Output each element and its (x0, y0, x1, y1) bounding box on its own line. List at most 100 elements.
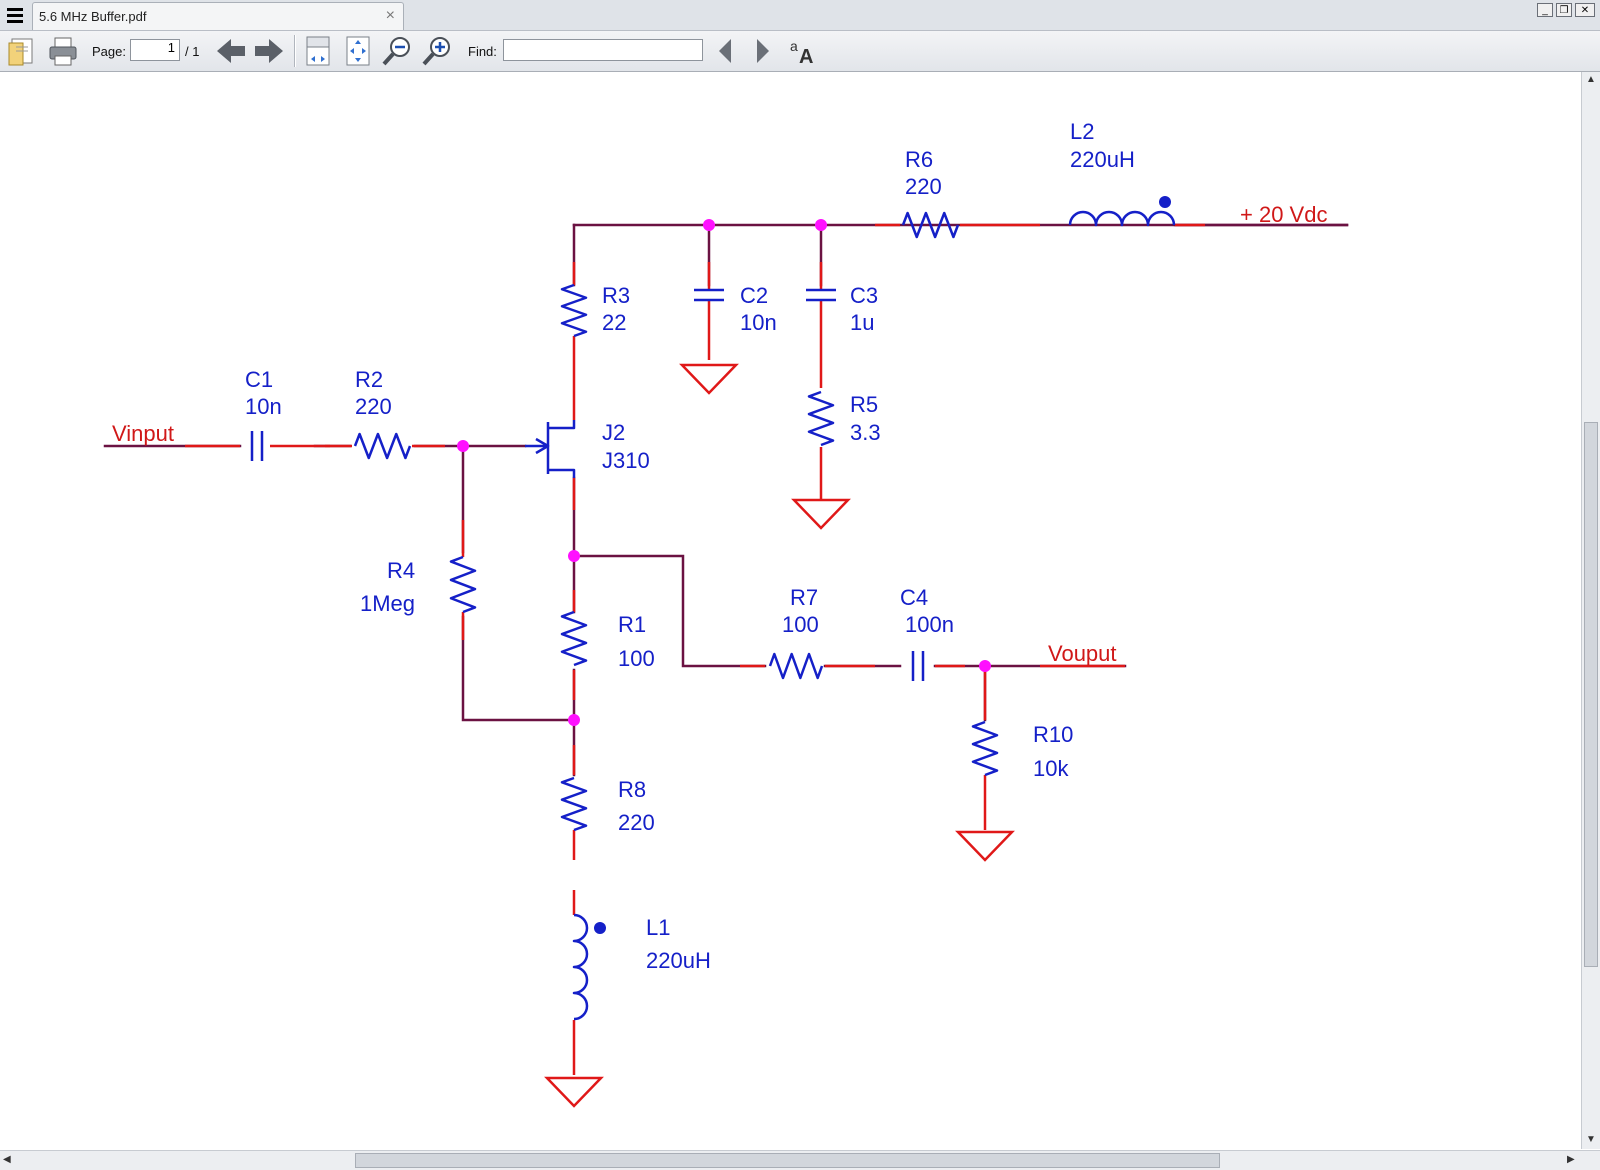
toolbar: Page: 1 / 1 Find: a A (0, 31, 1600, 72)
page-label: Page: (92, 44, 126, 59)
r2-value: 220 (355, 394, 392, 419)
fit-page-icon[interactable] (343, 35, 373, 67)
r3-value: 22 (602, 310, 626, 335)
find-label: Find: (468, 44, 497, 59)
r3-ref: R3 (602, 283, 630, 308)
r4-value: 1Meg (360, 591, 415, 616)
r5-value: 3.3 (850, 420, 881, 445)
resistor-symbol (901, 211, 960, 239)
ground-symbol (679, 363, 739, 395)
net-label-vouput: Vouput (1048, 641, 1117, 666)
capacitor-symbol (694, 288, 724, 302)
svg-text:A: A (799, 46, 813, 67)
j2-value: J310 (602, 448, 650, 473)
inductor-symbol (1068, 210, 1176, 227)
next-page-icon[interactable] (252, 35, 286, 67)
find-next-icon[interactable] (751, 35, 775, 67)
open-file-icon[interactable] (6, 35, 40, 67)
r1-ref: R1 (618, 612, 646, 637)
resistor-symbol (768, 652, 824, 680)
tab-close-icon[interactable]: × (385, 7, 395, 24)
resistor-symbol (560, 283, 588, 338)
page-number-input[interactable]: 1 (130, 39, 180, 61)
l2-ref: L2 (1070, 119, 1094, 144)
vertical-scroll-thumb[interactable] (1584, 422, 1598, 967)
title-bar: 5.6 MHz Buffer.pdf × _ ❐ ✕ (0, 0, 1600, 31)
wire (461, 615, 576, 722)
r2-ref: R2 (355, 367, 383, 392)
scroll-down-icon[interactable]: ▼ (1586, 1134, 1596, 1145)
restore-button[interactable]: ❐ (1556, 3, 1572, 17)
r5-ref: R5 (850, 392, 878, 417)
document-tab[interactable]: 5.6 MHz Buffer.pdf × (32, 2, 404, 30)
r8-ref: R8 (618, 777, 646, 802)
ground-symbol (544, 1076, 604, 1108)
junction-dot (457, 440, 469, 452)
j2-ref: J2 (602, 420, 625, 445)
c1-value: 10n (245, 394, 282, 419)
tab-title: 5.6 MHz Buffer.pdf (39, 9, 147, 24)
l1-ref: L1 (646, 915, 670, 940)
r1-value: 100 (618, 646, 655, 671)
c1-ref: C1 (245, 367, 273, 392)
resistor-symbol (971, 720, 999, 777)
inductor-symbol (572, 913, 589, 1021)
resistor-symbol (353, 432, 412, 460)
r7-ref: R7 (790, 585, 818, 610)
c3-value: 1u (850, 310, 874, 335)
horizontal-scrollbar[interactable]: ◀ ▶ (0, 1150, 1600, 1170)
c4-ref: C4 (900, 585, 928, 610)
minimize-button[interactable]: _ (1537, 3, 1553, 17)
r4-ref: R4 (387, 558, 415, 583)
wire (572, 554, 767, 668)
r10-ref: R10 (1033, 722, 1073, 747)
horizontal-scroll-thumb[interactable] (355, 1153, 1220, 1168)
capacitor-symbol (806, 288, 836, 302)
c2-ref: C2 (740, 283, 768, 308)
scroll-up-icon[interactable]: ▲ (1586, 74, 1596, 85)
resistor-symbol (807, 390, 835, 447)
capacitor-symbol (250, 431, 264, 461)
jfet-gate-arrow (525, 437, 550, 455)
l2-value: 220uH (1070, 147, 1135, 172)
close-button[interactable]: ✕ (1575, 3, 1595, 17)
c2-value: 10n (740, 310, 777, 335)
find-input[interactable] (503, 39, 703, 61)
l1-value: 220uH (646, 948, 711, 973)
capacitor-symbol (911, 651, 925, 681)
jfet-symbol (546, 420, 576, 478)
junction-dot (815, 219, 827, 231)
junction-dot (568, 714, 580, 726)
ground-symbol (791, 498, 851, 530)
ground-symbol (955, 830, 1015, 862)
polarity-dot (1159, 196, 1171, 208)
scroll-left-icon[interactable]: ◀ (3, 1154, 11, 1165)
junction-dot (979, 660, 991, 672)
toolbar-separator (294, 35, 296, 67)
scroll-right-icon[interactable]: ▶ (1567, 1154, 1575, 1165)
r6-ref: R6 (905, 147, 933, 172)
junction-dot (568, 550, 580, 562)
polarity-dot (594, 922, 606, 934)
net-label-vinput: Vinput (112, 421, 174, 446)
net-label-supply: + 20 Vdc (1240, 202, 1327, 227)
previous-page-icon[interactable] (214, 35, 248, 67)
svg-text:a: a (790, 38, 798, 54)
resistor-symbol (560, 610, 588, 667)
vertical-scrollbar[interactable]: ▲ ▼ (1581, 72, 1600, 1149)
zoom-in-icon[interactable] (421, 35, 455, 67)
r10-value: 10k (1033, 756, 1069, 781)
c3-ref: C3 (850, 283, 878, 308)
menu-icon[interactable] (4, 4, 26, 26)
find-previous-icon[interactable] (713, 35, 737, 67)
r8-value: 220 (618, 810, 655, 835)
resistor-symbol (449, 555, 477, 614)
zoom-out-icon[interactable] (381, 35, 415, 67)
resistor-symbol (560, 776, 588, 832)
fit-width-icon[interactable] (303, 35, 333, 67)
match-case-icon[interactable]: a A (788, 35, 820, 67)
page-total: / 1 (185, 44, 200, 59)
print-icon[interactable] (46, 35, 80, 67)
